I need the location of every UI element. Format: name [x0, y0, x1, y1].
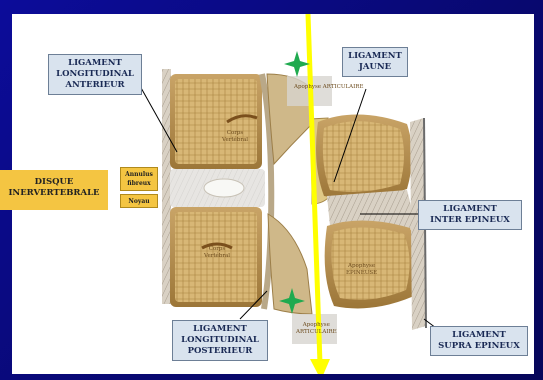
label-annulus: Annulus fibreux	[120, 167, 158, 191]
label-nucleus: Noyau	[120, 194, 158, 208]
label-anterior-longitudinal-ligament: LIGAMENT LONGITUDINAL ANTERIEUR	[48, 54, 142, 95]
lower-articular-label: Apophyse ARTICULAIRE	[296, 322, 337, 336]
label-interspinous-ligament: LIGAMENT INTER EPINEUX	[418, 200, 522, 230]
label-intervertebral-disc: DISQUE INERVERTEBRALE	[0, 170, 108, 210]
upper-vertebral-body	[170, 74, 262, 169]
upper-articular-label: Apophyse ARTICULAIRE	[294, 84, 363, 91]
label-posterior-longitudinal-ligament: LIGAMENT LONGITUDINAL POSTERIEUR	[172, 320, 268, 361]
anterior-ligament-strip	[162, 69, 171, 304]
anatomy-panel: Corps Vertébral Corps Vertébral Apophyse…	[12, 14, 534, 374]
green-star-top	[284, 51, 310, 77]
upper-spinous-process	[316, 114, 412, 198]
spinous-process-label: Apophyse EPINEUSE	[346, 263, 377, 277]
label-ligamentum-flavum: LIGAMENT JAUNE	[342, 47, 408, 77]
intervertebral-disc	[170, 169, 265, 207]
label-supraspinous-ligament: LIGAMENT SUPRA EPINEUX	[430, 326, 528, 356]
lower-body-label: Corps Vertébral	[204, 246, 230, 260]
upper-body-label: Corps Vertébral	[222, 130, 248, 144]
articular-processes	[267, 74, 337, 344]
